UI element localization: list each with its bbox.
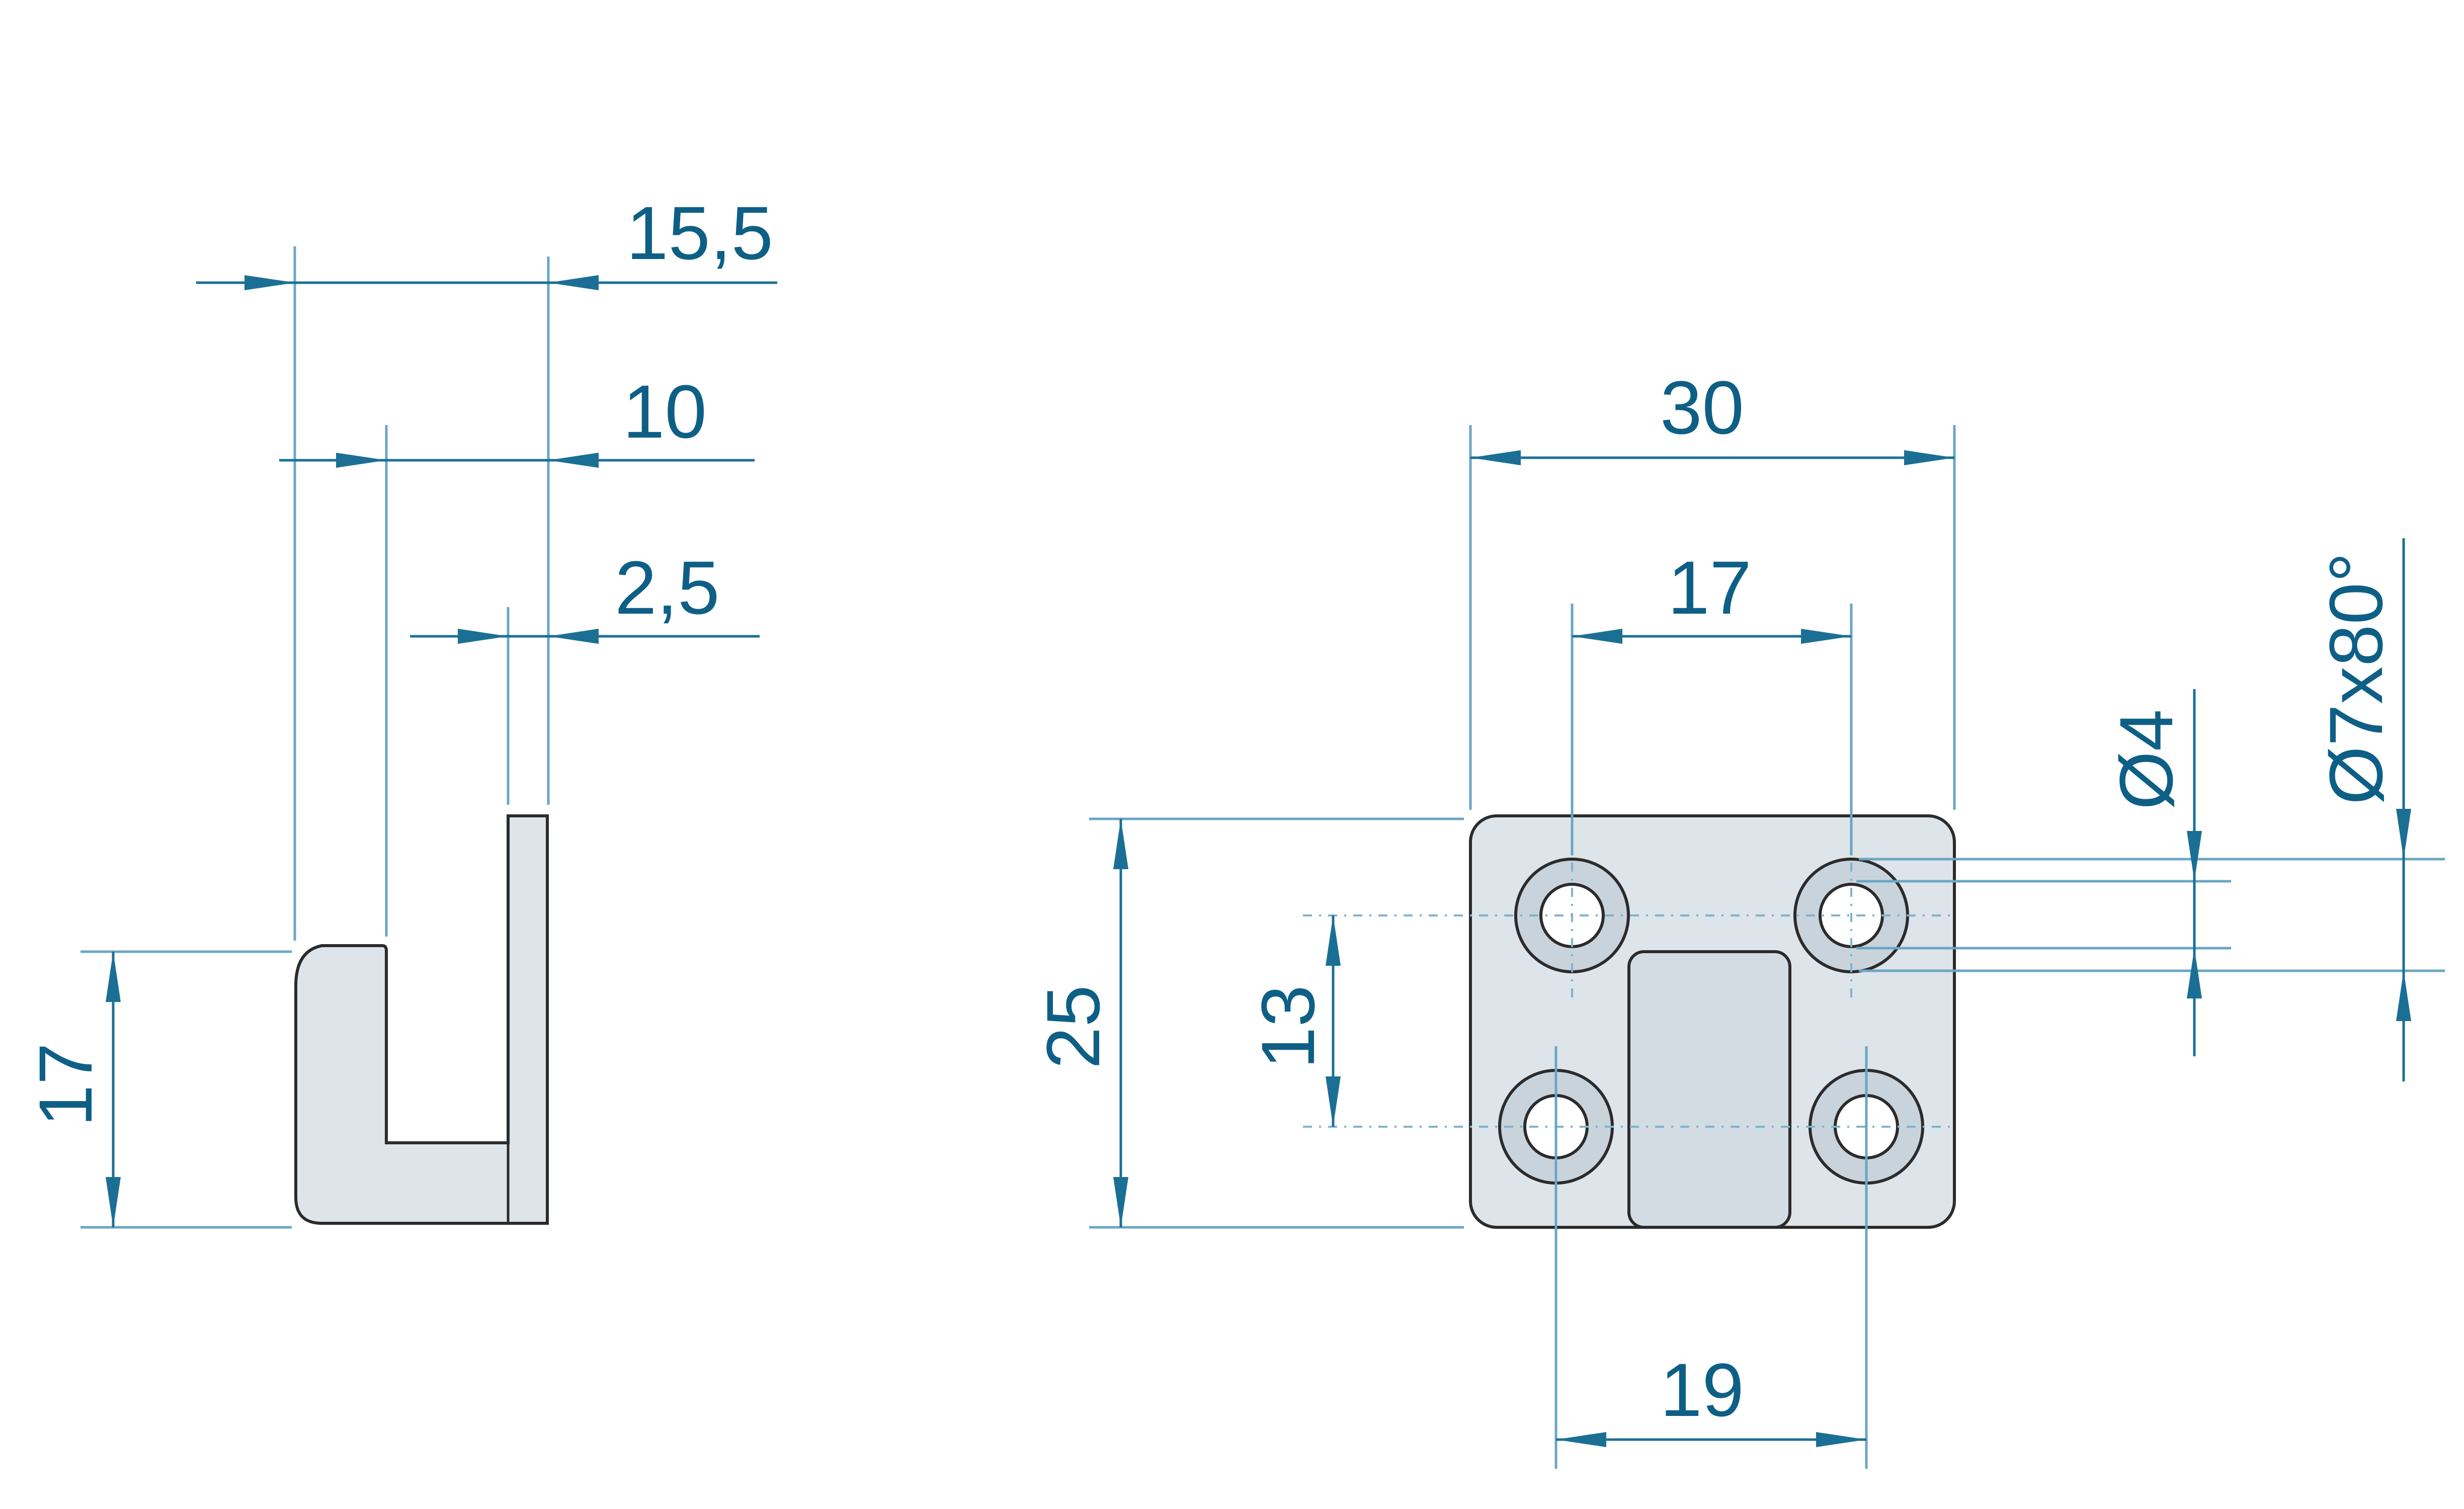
label-total-depth: 15,5 [626,191,773,275]
arrow-25-top [1113,819,1128,869]
label-hole-spacing-vertical: 13 [1246,985,1330,1069]
label-side-height: 17 [23,1043,108,1127]
label-hole-spacing-top: 17 [1668,545,1752,630]
arrow-13-top [1326,915,1341,966]
side-view-profile [294,814,549,1225]
side-view: 15,5 10 2,5 17 [23,191,777,1229]
arrow-19-right [1816,1432,1866,1447]
label-hole-spacing-bottom: 19 [1660,1348,1744,1432]
arrow-dia4-top [2187,831,2202,881]
label-plate-width: 30 [1660,365,1744,450]
arrow-2-5-left [458,629,508,644]
arrow-25-bottom [1113,1177,1128,1227]
arrow-10-left [336,453,386,468]
arrow-30-left [1470,450,1521,465]
arrow-13-bottom [1326,1076,1341,1127]
arrow-csk-bottom [2396,971,2411,1021]
label-hole-diameter: Ø4 [2104,709,2188,810]
label-plate-height: 25 [1031,985,1115,1069]
arrow-15-5-right [548,275,599,290]
label-countersink: Ø7x80° [2314,552,2398,805]
arrow-10-right [548,453,599,468]
arrow-17-side-top [106,952,121,1002]
arrow-17-front-left [1572,629,1622,644]
arrow-19-left [1556,1432,1606,1447]
front-view-hook-tab [1627,950,1791,1229]
label-inner-depth: 10 [623,369,707,454]
arrow-2-5-right [548,629,599,644]
label-thickness: 2,5 [615,545,720,630]
front-view: 30 17 19 25 13 Ø4 Ø7x80° [1031,365,2445,1469]
arrow-30-right [1904,450,1954,465]
arrow-csk-top [2396,809,2411,859]
arrow-17-side-bottom [106,1177,121,1227]
arrow-15-5-left [244,275,295,290]
arrow-dia4-bottom [2187,948,2202,998]
arrow-17-front-right [1801,629,1851,644]
